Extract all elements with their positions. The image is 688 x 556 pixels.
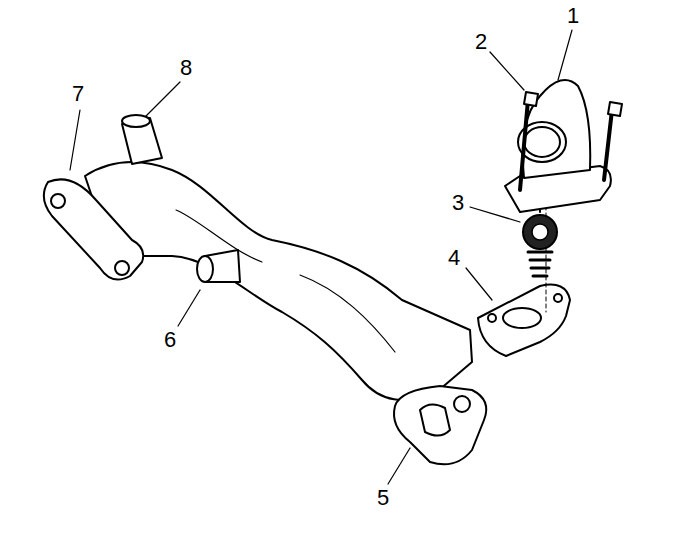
callout-number: 8	[178, 56, 194, 80]
callout-number: 6	[162, 328, 178, 352]
callout-number: 5	[375, 486, 391, 510]
callout-number: 4	[446, 246, 462, 270]
callout-number: 2	[473, 30, 489, 54]
callout-number: 1	[565, 4, 581, 28]
callout-number: 7	[70, 82, 86, 106]
callout-number: 3	[450, 191, 466, 215]
